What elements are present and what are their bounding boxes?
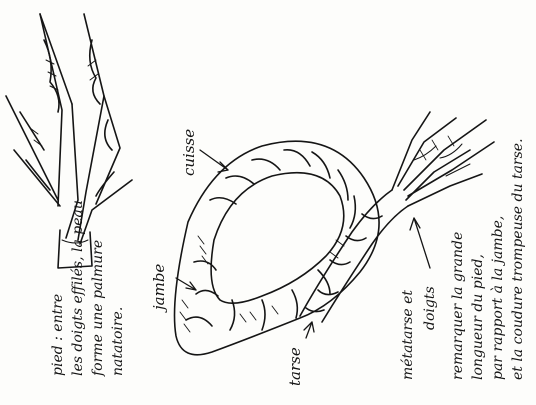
label-jambe: jambe xyxy=(150,264,168,313)
frog-leg-drawing xyxy=(175,141,380,355)
note-line1: remarquer la grande xyxy=(450,232,466,380)
label-tarse: tarse xyxy=(286,347,304,386)
foot-caption-line2: les doigts effilés, la peau xyxy=(70,200,86,376)
label-cuisse: cuisse xyxy=(180,129,198,176)
label-metatarse-line2: doigts xyxy=(422,286,438,330)
foot-caption-line3: forme une palmure xyxy=(90,240,106,377)
note-line2: longueur du pied, xyxy=(470,254,486,380)
webbed-foot-drawing xyxy=(6,14,132,268)
foot-caption-line1: pied : entre xyxy=(50,294,66,376)
foot-caption-line4: natatoire. xyxy=(110,307,126,376)
label-metatarse-line1: métatarse et xyxy=(400,290,416,380)
note-line4: et la coudure trompeuse du tarse. xyxy=(510,138,526,380)
note-line3: par rapport à la jambe, xyxy=(490,216,506,380)
